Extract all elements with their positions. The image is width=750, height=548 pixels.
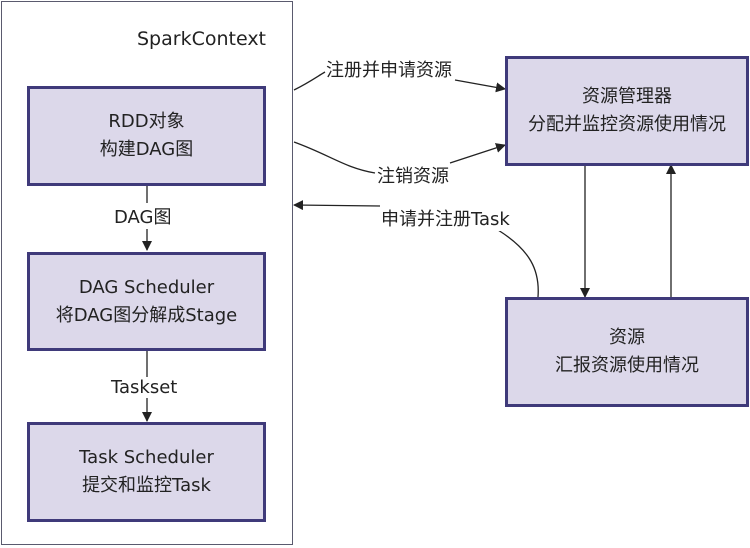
edge-label-register-request: 注册并申请资源 [326,56,452,82]
dag-scheduler-node: DAG Scheduler 将DAG图分解成Stage [27,252,266,351]
resource-title: 资源 [609,327,645,348]
rdd-node-desc: 构建DAG图 [99,139,194,160]
task-scheduler-title: Task Scheduler [79,447,214,468]
edge-label-dag: DAG图 [114,203,172,229]
edge-label-deregister: 注销资源 [377,162,449,188]
dag-scheduler-desc: 将DAG图分解成Stage [55,304,238,326]
rdd-node: RDD对象 构建DAG图 [27,86,266,186]
spark-context-title: SparkContext [137,28,267,50]
task-scheduler-node: Task Scheduler 提交和监控Task [27,422,266,522]
resource-manager-node: 资源管理器 分配并监控资源使用情况 [505,56,749,166]
edge-label-request-register-task: 申请并注册Task [381,205,510,231]
resource-manager-title: 资源管理器 [582,86,672,107]
task-scheduler-desc: 提交和监控Task [82,475,211,496]
rdd-node-title: RDD对象 [108,111,185,132]
resource-node: 资源 汇报资源使用情况 [505,297,749,407]
edge-label-taskset: Taskset [111,377,178,398]
resource-desc: 汇报资源使用情况 [555,355,699,376]
dag-scheduler-title: DAG Scheduler [78,276,215,298]
resource-manager-desc: 分配并监控资源使用情况 [528,114,726,135]
